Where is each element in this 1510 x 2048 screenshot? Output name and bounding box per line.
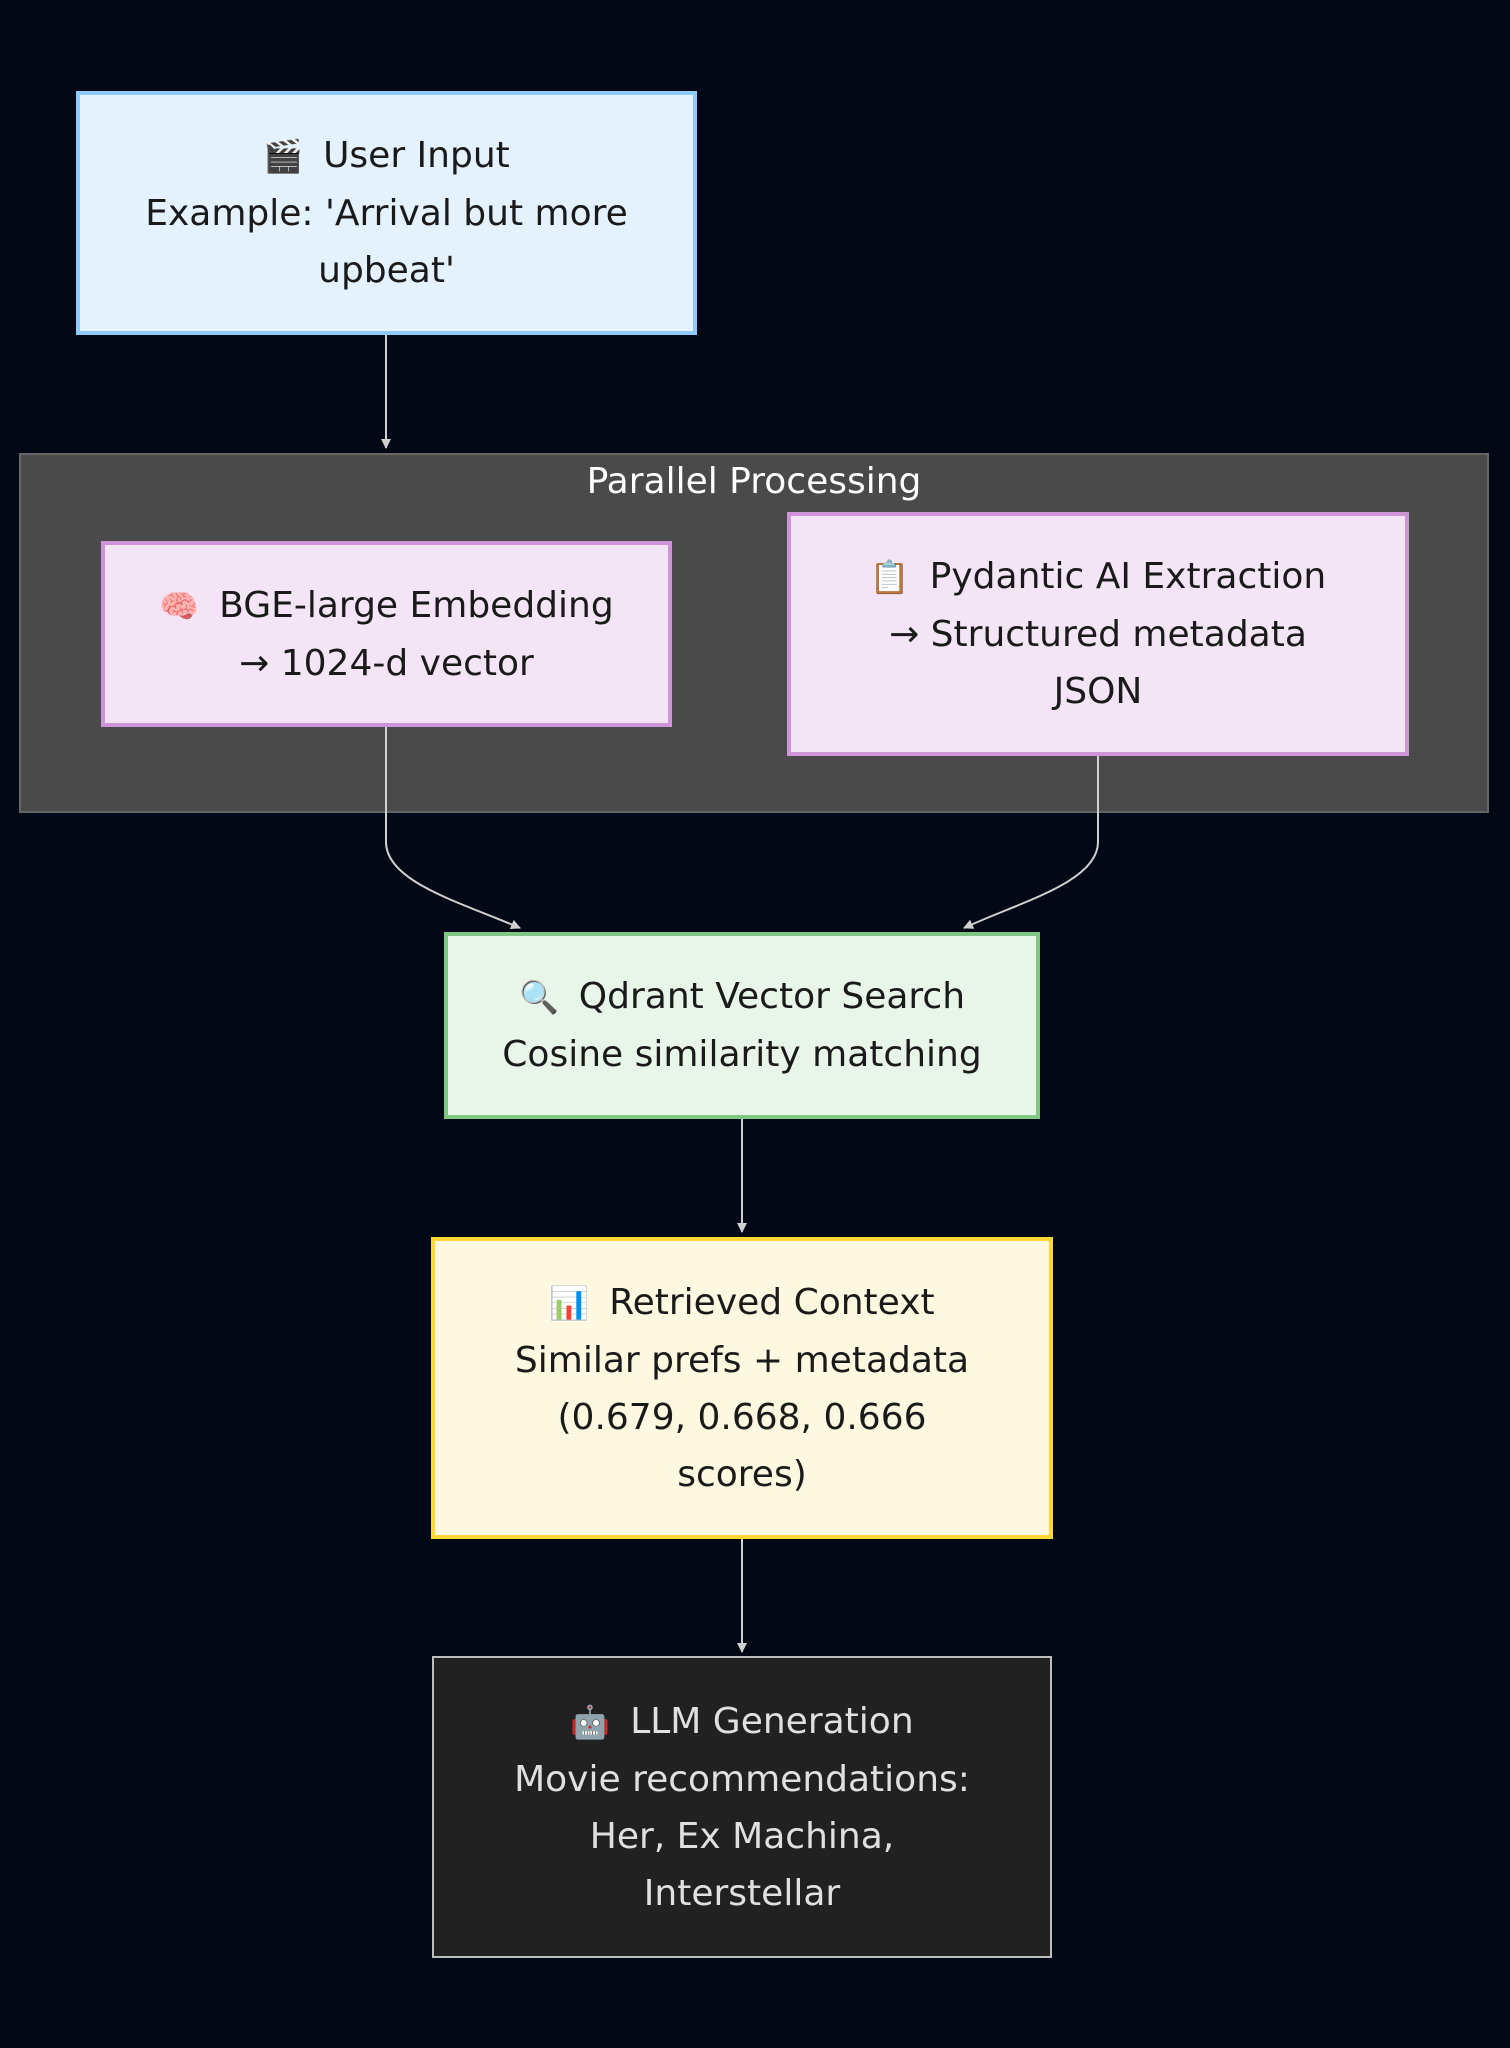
brain-icon: 🧠 <box>159 586 200 625</box>
magnifying-glass-icon: 🔍 <box>518 978 559 1016</box>
qdrant-search-node: 🔍Qdrant Vector Search Cosine similarity … <box>444 932 1040 1119</box>
llm-generation-line: Movie recommendations: <box>514 1758 970 1800</box>
retrieved-context-line: (0.679, 0.668, 0.666 <box>557 1396 927 1438</box>
robot-icon: 🤖 <box>570 1702 611 1741</box>
bge-embedding-node: 🧠BGE-large Embedding → 1024-d vector <box>101 541 672 727</box>
user-input-title: 🎬User Input <box>263 127 510 185</box>
pydantic-extraction-line: JSON <box>1053 671 1143 712</box>
pydantic-extraction-node: 📋Pydantic AI Extraction → Structured met… <box>787 512 1409 756</box>
retrieved-context-line: scores) <box>677 1453 807 1495</box>
clapper-board-icon: 🎬 <box>263 137 304 175</box>
llm-generation-title: 🤖LLM Generation <box>570 1693 913 1751</box>
qdrant-search-title: 🔍Qdrant Vector Search <box>519 968 965 1026</box>
user-input-line: upbeat' <box>318 250 455 291</box>
llm-generation-node: 🤖LLM Generation Movie recommendations: H… <box>432 1656 1052 1958</box>
bar-chart-icon: 📊 <box>549 1283 590 1322</box>
retrieved-context-title: 📊Retrieved Context <box>549 1274 934 1332</box>
cluster-title: Parallel Processing <box>586 461 922 502</box>
bge-embedding-line: → 1024-d vector <box>239 642 534 684</box>
user-input-line: Example: 'Arrival but more <box>145 193 628 234</box>
pydantic-extraction-line: → Structured metadata <box>889 614 1307 655</box>
llm-generation-line: Her, Ex Machina, <box>589 1815 895 1857</box>
qdrant-search-line: Cosine similarity matching <box>502 1034 982 1075</box>
llm-generation-line: Interstellar <box>643 1872 841 1914</box>
retrieved-context-line: Similar prefs + metadata <box>514 1339 970 1381</box>
user-input-node: 🎬User Input Example: 'Arrival but more u… <box>76 91 697 335</box>
bge-embedding-title: 🧠BGE-large Embedding <box>159 577 613 635</box>
retrieved-context-node: 📊Retrieved Context Similar prefs + metad… <box>431 1237 1053 1539</box>
pydantic-extraction-title: 📋Pydantic AI Extraction <box>870 548 1326 606</box>
clipboard-icon: 📋 <box>869 558 910 596</box>
